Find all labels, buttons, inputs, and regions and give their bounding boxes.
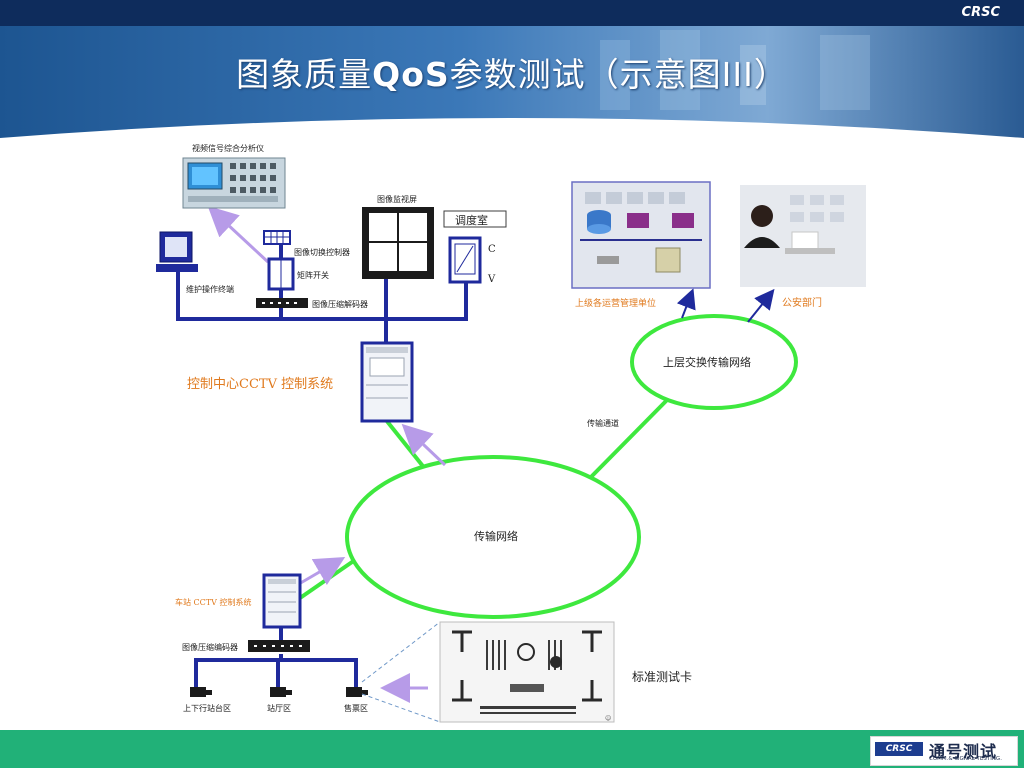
diagram-labels: 视频信号综合分析仪 图像监视屏 调度室 C V 图像切换控制器 矩阵开关 维护操… — [175, 143, 822, 713]
footer-bar — [0, 730, 1024, 768]
upper-operation-unit-image — [571, 181, 711, 289]
station-bus — [194, 626, 358, 688]
label-upper-operation-unit: 上级各运营管理单位 — [575, 297, 656, 309]
dispatch-room-box — [443, 210, 507, 284]
matrix-switch-device — [267, 257, 295, 291]
svg-text:☺: ☺ — [605, 715, 611, 722]
label-image-encoder: 图像压缩编码器 — [182, 642, 238, 652]
blue-arrows — [676, 288, 775, 323]
brand-text: CRSC — [961, 5, 1000, 20]
station-cabinet — [262, 573, 302, 629]
label-c: C — [488, 244, 496, 255]
camera-hall-icon — [270, 687, 292, 697]
label-transmission-channel: 传输通道 — [587, 418, 619, 428]
label-station-cctv: 车站 CCTV 控制系统 — [175, 597, 251, 607]
public-security-image — [740, 185, 866, 287]
title-part2: 参数测试（示意图III） — [449, 55, 788, 94]
video-analyzer-device — [182, 157, 286, 209]
footer-logo-cn: 通号测试 — [929, 742, 998, 761]
network-diagram: ☺ 视频信号综合分析仪 图像监视屏 调度室 — [156, 143, 866, 723]
image-monitor-device — [362, 207, 434, 279]
label-matrix-switch: 矩阵开关 — [297, 270, 329, 280]
label-platform: 上下行站台区 — [183, 703, 231, 713]
camera-platform-icon — [190, 687, 212, 697]
label-image-decoder: 图像压缩解码器 — [312, 299, 368, 309]
label-control-center: 控制中心CCTV 控制系统 — [187, 377, 333, 392]
label-transmission-network: 传输网络 — [474, 529, 518, 543]
image-decoder-device — [256, 298, 308, 308]
label-video-analyzer: 视频信号综合分析仪 — [192, 143, 264, 153]
label-dispatch-room: 调度室 — [455, 213, 488, 227]
image-switch-controller-device — [263, 230, 291, 245]
label-test-card: 标准测试卡 — [632, 669, 692, 684]
test-card-image: ☺ — [361, 621, 615, 723]
transmission-network-ellipse — [345, 455, 641, 619]
label-image-switch-controller: 图像切换控制器 — [294, 247, 350, 257]
image-encoder-device — [248, 640, 310, 652]
header-background — [0, 0, 1024, 150]
label-ticket-area: 售票区 — [344, 703, 368, 713]
title-part1: 图象质量 — [236, 55, 373, 94]
control-center-cabinet — [360, 341, 414, 423]
footer-logo-mark: CRSC — [875, 742, 923, 756]
footer-logo-en: COMM.& SIGNAL TESTING. — [929, 756, 1002, 762]
camera-ticket-icon — [346, 687, 368, 697]
page-title: 图象质量QoS参数测试（示意图III） — [0, 48, 1024, 96]
label-public-security: 公安部门 — [782, 296, 822, 309]
label-maintenance-terminal: 维护操作终端 — [186, 284, 234, 294]
label-station-hall: 站厅区 — [267, 703, 291, 713]
label-image-monitor: 图像监视屏 — [377, 194, 417, 204]
label-v: V — [487, 274, 496, 285]
upper-network-ellipse — [630, 314, 798, 410]
title-bold: QoS — [372, 55, 450, 94]
maintenance-terminal-device — [156, 231, 198, 272]
header-banner: CRSC 图象质量QoS参数测试（示意图III） — [0, 0, 1024, 150]
label-upper-network: 上层交换传输网络 — [663, 355, 751, 369]
footer-logo: CRSC 通号测试 COMM.& SIGNAL TESTING. — [870, 736, 1018, 766]
